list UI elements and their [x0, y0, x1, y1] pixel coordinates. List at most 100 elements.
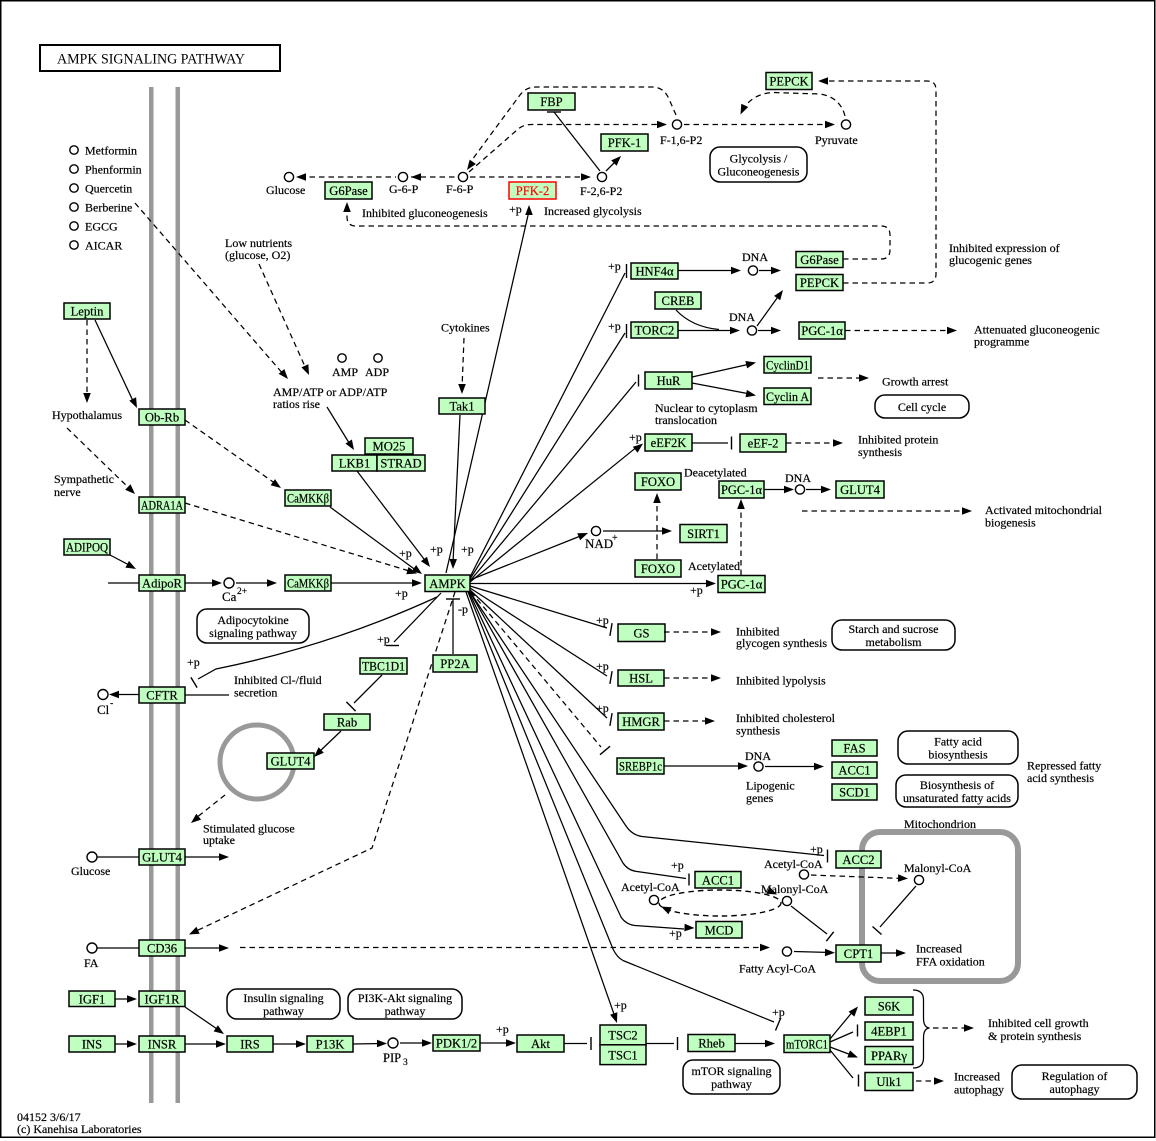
svg-text:S6K: S6K	[878, 1000, 900, 1014]
svg-text:+p: +p	[772, 1005, 785, 1019]
svg-text:+p: +p	[430, 542, 443, 556]
svg-text:Starch and sucrose: Starch and sucrose	[849, 622, 939, 636]
svg-text:biogenesis: biogenesis	[985, 516, 1036, 530]
svg-text:Cyclin A: Cyclin A	[766, 390, 809, 404]
svg-text:SCD1: SCD1	[839, 786, 870, 800]
svg-text:Cl: Cl	[97, 702, 110, 717]
svg-text:G6Pase: G6Pase	[329, 184, 368, 198]
svg-text:G6Pase: G6Pase	[800, 253, 839, 267]
svg-text:+p: +p	[461, 542, 474, 556]
svg-text:PP2A: PP2A	[440, 657, 469, 671]
svg-text:Insulin signaling: Insulin signaling	[243, 991, 323, 1005]
svg-text:Leptin: Leptin	[71, 305, 105, 319]
svg-text:PFK-1: PFK-1	[608, 136, 642, 150]
svg-text:+p: +p	[810, 842, 823, 856]
svg-text:TSC1: TSC1	[608, 1048, 637, 1062]
svg-text:LKB1: LKB1	[339, 457, 370, 471]
svg-text:F-6-P: F-6-P	[446, 182, 474, 196]
svg-text:synthesis: synthesis	[858, 445, 902, 459]
svg-text:AdipoR: AdipoR	[142, 577, 182, 591]
svg-text:TSC2: TSC2	[608, 1029, 637, 1043]
svg-text:ADIPOQ: ADIPOQ	[66, 541, 108, 555]
svg-text:+p: +p	[399, 546, 412, 560]
svg-text:+p: +p	[608, 319, 621, 333]
svg-text:Lipogenic: Lipogenic	[746, 779, 795, 793]
svg-text:translocation: translocation	[655, 413, 717, 427]
svg-text:Rab: Rab	[337, 716, 357, 730]
svg-text:PDK1/2: PDK1/2	[436, 1037, 477, 1051]
svg-text:Activated mitochondrial: Activated mitochondrial	[985, 503, 1103, 517]
svg-text:PGC-1α: PGC-1α	[801, 324, 843, 338]
svg-text:glucogenic genes: glucogenic genes	[949, 253, 1032, 267]
svg-text:+p: +p	[671, 858, 684, 872]
svg-text:HNF4α: HNF4α	[635, 265, 673, 279]
svg-text:ADRA1A: ADRA1A	[141, 499, 183, 513]
svg-text:Glucose: Glucose	[71, 864, 110, 878]
svg-text:+p: +p	[596, 701, 609, 715]
svg-text:nerve: nerve	[54, 485, 81, 499]
svg-text:Ulk1: Ulk1	[876, 1075, 901, 1089]
svg-text:Berberine: Berberine	[85, 201, 132, 215]
svg-text:Inhibited lypolysis: Inhibited lypolysis	[736, 674, 826, 688]
svg-text:Phenformin: Phenformin	[85, 163, 142, 177]
svg-text:AMPK: AMPK	[429, 577, 465, 591]
svg-text:+p: +p	[377, 632, 390, 646]
svg-text:FBP: FBP	[540, 95, 562, 109]
svg-text:IGF1R: IGF1R	[145, 992, 181, 1006]
svg-text:MCD: MCD	[705, 923, 734, 937]
svg-text:PI3K-Akt signaling: PI3K-Akt signaling	[358, 991, 452, 1005]
svg-text:glycogen synthesis: glycogen synthesis	[736, 636, 827, 650]
svg-text:biosynthesis: biosynthesis	[928, 748, 988, 762]
svg-text:Ob-Rb: Ob-Rb	[145, 411, 179, 425]
svg-text:3: 3	[403, 1058, 408, 1068]
svg-text:+p: +p	[608, 259, 621, 273]
svg-text:Tak1: Tak1	[450, 400, 475, 414]
svg-text:FA: FA	[84, 956, 99, 970]
svg-text:Acetylated: Acetylated	[688, 559, 740, 573]
svg-text:FAS: FAS	[843, 742, 865, 756]
svg-text:Glucose: Glucose	[266, 183, 305, 197]
svg-text:Cytokines: Cytokines	[441, 321, 490, 335]
svg-text:NAD: NAD	[585, 536, 613, 551]
svg-text:GS: GS	[633, 626, 649, 640]
svg-text:04152 3/6/17: 04152 3/6/17	[17, 1110, 81, 1124]
svg-text:+p: +p	[690, 583, 703, 597]
svg-text:DNA: DNA	[745, 749, 771, 763]
svg-text:CREB: CREB	[662, 294, 695, 308]
svg-text:CD36: CD36	[147, 942, 177, 956]
svg-text:Inhibited protein: Inhibited protein	[858, 433, 938, 447]
svg-text:EGCG: EGCG	[85, 220, 118, 234]
svg-text:PGC-1α: PGC-1α	[721, 578, 763, 592]
svg-text:Deacetylated: Deacetylated	[684, 466, 747, 480]
svg-text:INS: INS	[82, 1038, 102, 1052]
svg-text:AMP: AMP	[332, 365, 358, 379]
svg-text:Malonyl-CoA: Malonyl-CoA	[761, 882, 829, 896]
svg-text:PEPCK: PEPCK	[769, 75, 808, 89]
svg-text:Repressed fatty: Repressed fatty	[1027, 759, 1101, 773]
svg-text:SIRT1: SIRT1	[687, 527, 720, 541]
svg-text:Fatty acid: Fatty acid	[934, 735, 982, 749]
svg-text:+p: +p	[669, 926, 682, 940]
svg-text:(glucose, O2): (glucose, O2)	[225, 248, 290, 262]
svg-text:STRAD: STRAD	[380, 457, 421, 471]
svg-text:ADP: ADP	[365, 365, 389, 379]
svg-text:Increased glycolysis: Increased glycolysis	[544, 204, 642, 218]
svg-text:GLUT4: GLUT4	[840, 483, 881, 497]
svg-text:Low nutrients: Low nutrients	[225, 236, 292, 250]
svg-text:IGF1: IGF1	[79, 992, 106, 1006]
svg-text:DNA: DNA	[742, 250, 768, 264]
svg-text:PFK-2: PFK-2	[516, 184, 550, 198]
svg-text:GLUT4: GLUT4	[142, 851, 183, 865]
svg-text:uptake: uptake	[203, 833, 235, 847]
svg-text:F-2,6-P2: F-2,6-P2	[580, 184, 622, 198]
svg-text:Nuclear to cytoplasm: Nuclear to cytoplasm	[655, 401, 758, 415]
svg-text:autophagy: autophagy	[954, 1083, 1004, 1097]
svg-text:unsaturated fatty acids: unsaturated fatty acids	[903, 791, 1011, 805]
svg-text:secretion: secretion	[234, 686, 277, 700]
svg-text:Metformin: Metformin	[85, 144, 137, 158]
svg-text:+p: +p	[496, 1022, 509, 1036]
svg-text:Increased: Increased	[916, 942, 962, 956]
svg-text:+p: +p	[614, 998, 627, 1012]
svg-text:mTORC1: mTORC1	[786, 1037, 828, 1051]
svg-text:PPARγ: PPARγ	[871, 1049, 907, 1063]
